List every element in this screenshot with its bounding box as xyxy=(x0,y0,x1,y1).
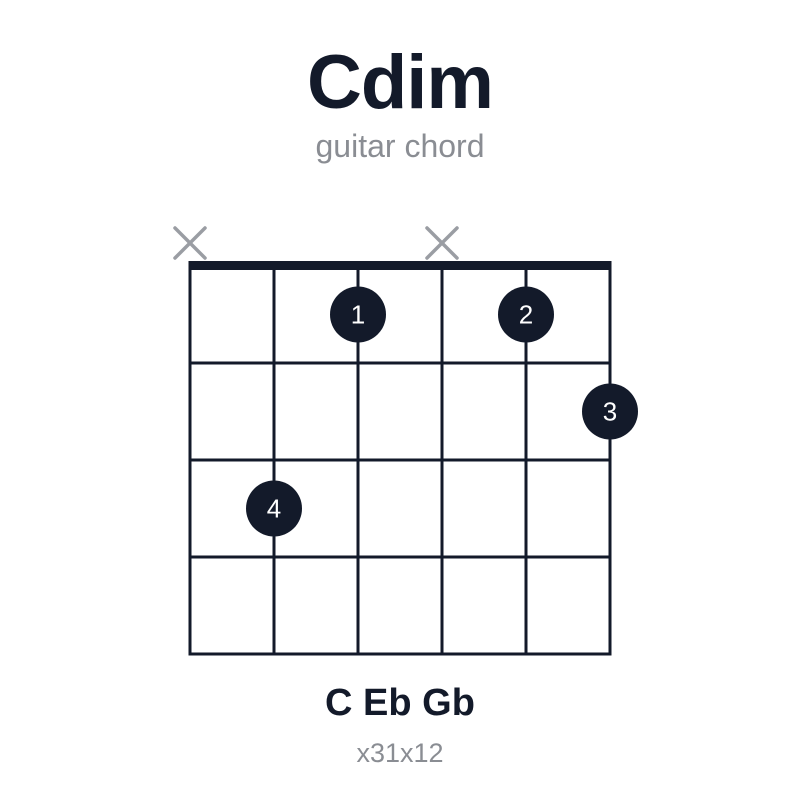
finger-number: 1 xyxy=(351,300,365,330)
finger-dots: 1 2 3 4 xyxy=(246,286,638,537)
finger-dot-circle xyxy=(246,480,302,537)
finger-dot: 3 xyxy=(582,383,638,440)
finger-dot: 4 xyxy=(246,480,302,537)
finger-dot: 2 xyxy=(498,286,554,343)
muted-stroke xyxy=(173,226,207,260)
nut-bar xyxy=(188,261,612,270)
finger-dot-circle xyxy=(498,286,554,343)
chord-fingering: x31x12 xyxy=(356,738,444,768)
muted-string-icon xyxy=(425,226,459,260)
finger-dot-circle xyxy=(330,286,386,343)
muted-string-icon xyxy=(173,226,207,260)
muted-strings xyxy=(173,226,459,260)
chord-title: Cdim xyxy=(307,40,494,125)
chord-subtitle: guitar chord xyxy=(315,128,485,164)
finger-number: 2 xyxy=(519,300,533,330)
chord-notes: C Eb Gb xyxy=(325,682,475,724)
muted-stroke xyxy=(425,226,459,260)
finger-number: 4 xyxy=(267,494,281,524)
finger-dot: 1 xyxy=(330,286,386,343)
finger-dot-circle xyxy=(582,383,638,440)
finger-number: 3 xyxy=(603,397,617,427)
